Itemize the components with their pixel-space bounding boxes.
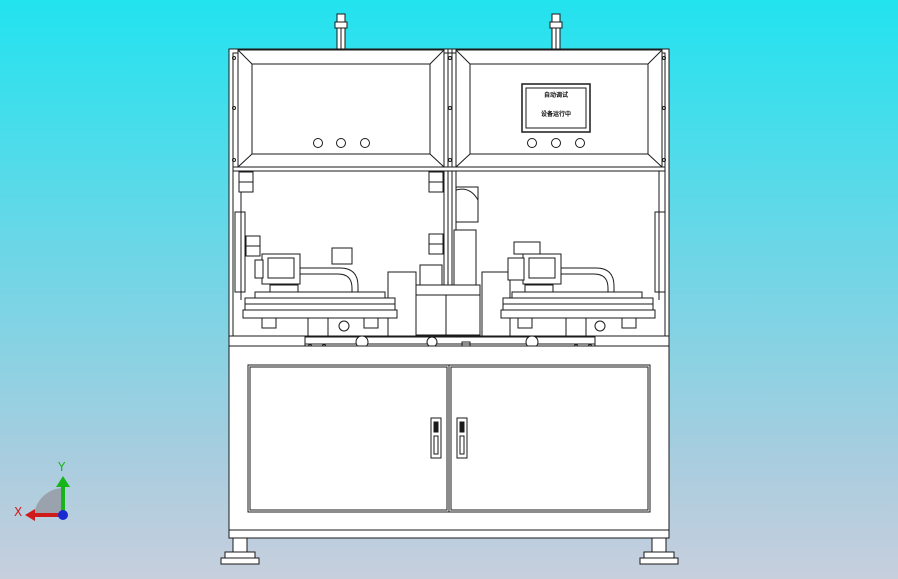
coordinate-triad: Y X: [14, 460, 70, 521]
y-axis-label: Y: [57, 460, 66, 474]
side-cylinder-right: [654, 211, 666, 293]
work-station-left: [242, 247, 398, 337]
y-axis-arrow: [61, 485, 65, 515]
foot-left: [220, 537, 260, 565]
door-right: [450, 366, 649, 511]
corner-brackets: [238, 171, 444, 257]
side-cylinder-left: [234, 211, 246, 293]
hmi-line-2: 设备运行中: [541, 110, 571, 118]
hmi-screen: 自动调试 设备运行中: [521, 83, 591, 133]
indicator-lamp: [313, 138, 323, 148]
indicator-lamp: [527, 138, 537, 148]
indicator-lamp: [336, 138, 346, 148]
upper-panel-left: [237, 49, 445, 168]
indicator-lamp: [575, 138, 585, 148]
z-axis-dot: [58, 510, 68, 520]
indicator-lamp: [551, 138, 561, 148]
door-handle-right: [456, 417, 468, 459]
x-axis-arrowhead: [25, 509, 35, 521]
door-handle-left: [430, 417, 442, 459]
frame-holes: [232, 56, 666, 162]
indicator-lamp: [360, 138, 370, 148]
top-fitting-right: [549, 13, 563, 51]
foot-right: [639, 537, 679, 565]
work-station-right: [500, 241, 656, 337]
lower-cabinet: [228, 345, 670, 531]
x-axis-label: X: [14, 505, 22, 519]
door-left: [249, 366, 448, 511]
x-axis-arrow: [34, 513, 62, 517]
base-rail: [228, 529, 670, 539]
top-fitting-left: [334, 13, 348, 51]
y-axis-arrowhead: [56, 476, 70, 487]
hmi-line-1: 自动调试: [544, 91, 568, 99]
